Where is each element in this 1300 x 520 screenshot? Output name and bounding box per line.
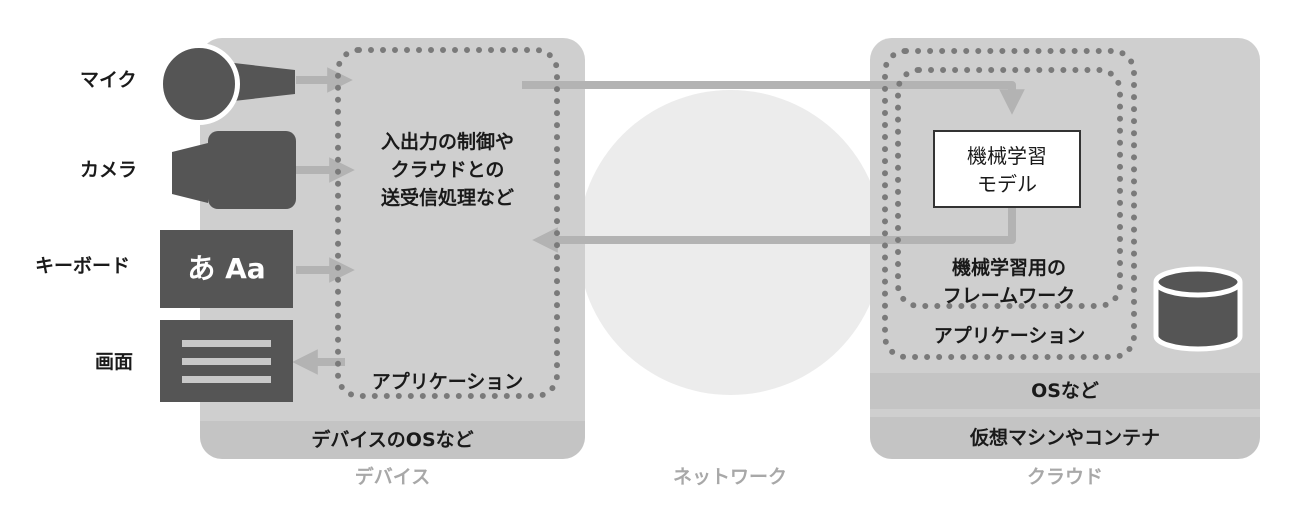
camera-label: カメラ xyxy=(80,159,138,181)
cloud-caption: クラウド xyxy=(1026,466,1103,488)
framework-text: 機械学習用の フレームワーク xyxy=(900,254,1118,310)
device-os-bar xyxy=(200,421,585,459)
keyboard-icon: あ Aa xyxy=(160,230,293,308)
device-application-box xyxy=(335,47,560,399)
device-os-label: デバイスのOSなど xyxy=(311,429,474,451)
screen-line xyxy=(182,340,271,347)
cloud-os-bar xyxy=(870,373,1260,409)
ml-model-line1: 機械学習 xyxy=(967,144,1047,168)
vm-bar xyxy=(870,417,1260,459)
network-caption: ネットワーク xyxy=(672,466,787,488)
device-control-text: 入出力の制御や クラウドとの 送受信処理など xyxy=(345,128,550,212)
cloud-application-box xyxy=(882,48,1137,360)
microphone-icon xyxy=(158,43,240,125)
framework-line2: フレームワーク xyxy=(942,285,1076,307)
screen-label: 画面 xyxy=(95,351,134,373)
cloud-app-label: アプリケーション xyxy=(933,325,1086,347)
camera-lens xyxy=(172,143,208,203)
device-app-label: アプリケーション xyxy=(371,371,524,393)
vm-label: 仮想マシンやコンテナ xyxy=(969,427,1160,449)
database-icon xyxy=(1153,266,1243,352)
screen-line xyxy=(182,358,271,365)
control-line1: 入出力の制御や xyxy=(380,131,514,153)
screen-line xyxy=(182,376,271,383)
camera-icon xyxy=(208,131,296,209)
mic-label: マイク xyxy=(80,69,137,91)
arrow-cloud-to-device xyxy=(532,208,1016,253)
arrow-device-to-cloud xyxy=(522,81,1025,115)
device-caption: デバイス xyxy=(354,466,431,488)
ml-model-box: 機械学習 モデル xyxy=(933,130,1081,208)
control-line2: クラウドとの xyxy=(390,159,505,181)
cloud-os-label: OSなど xyxy=(1031,380,1099,402)
framework-line1: 機械学習用の xyxy=(951,257,1066,279)
keyboard-label: キーボード xyxy=(35,255,131,277)
framework-box xyxy=(895,67,1123,309)
control-line3: 送受信処理など xyxy=(380,187,514,209)
screen-icon xyxy=(160,320,293,402)
ml-model-line2: モデル xyxy=(977,172,1037,196)
